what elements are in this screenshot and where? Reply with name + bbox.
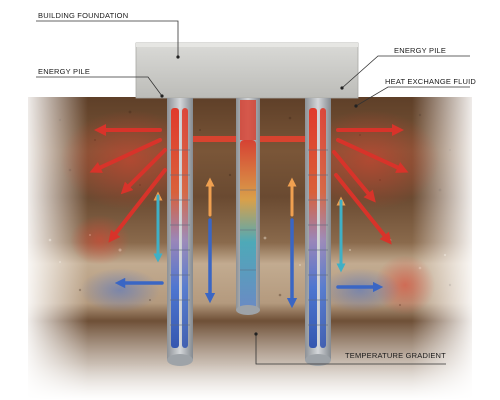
heat-glow [60, 110, 440, 315]
heat-arrow [336, 138, 409, 173]
label-temperature-gradient: TEMPERATURE GRADIENT [345, 351, 446, 360]
heat-arrow [120, 148, 167, 195]
callout-lines [36, 20, 470, 365]
cold-arrows [114, 218, 384, 309]
heat-arrow [334, 173, 392, 245]
callout-dots [160, 55, 358, 336]
convection-arrows [153, 177, 346, 273]
heat-arrows [89, 124, 409, 245]
heat-arrow [89, 138, 162, 173]
leader-energy-pile-left [36, 76, 163, 97]
heat-arrow [108, 168, 167, 243]
leader-heat-exchange-fluid [355, 86, 470, 107]
energy-pile-right [305, 98, 331, 366]
energy-pile-middle [236, 98, 260, 315]
leader-energy-pile-right [341, 55, 470, 89]
label-building-foundation: BUILDING FOUNDATION [38, 11, 129, 20]
leader-building-foundation [36, 20, 179, 57]
label-heat-exchange-fluid: HEAT EXCHANGE FLUID [385, 77, 477, 86]
leader-temperature-gradient [255, 334, 446, 365]
heat-arrow [332, 150, 376, 203]
building-foundation [135, 42, 359, 99]
label-energy-pile-left: ENERGY PILE [38, 67, 91, 76]
energy-pile-left [167, 98, 193, 366]
label-energy-pile-right: ENERGY PILE [394, 46, 447, 55]
